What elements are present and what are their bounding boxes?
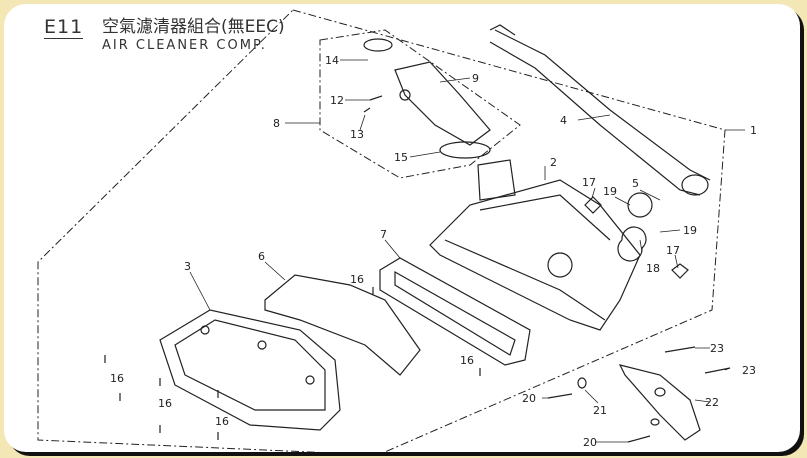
- label-16: 16: [215, 415, 229, 428]
- label-23: 23: [742, 364, 756, 377]
- exploded-parts-diagram: 1 2 3 4 5 6 7 8 9 12 13 14 15 16 16 16 1…: [37, 9, 757, 452]
- leader-lines: [189, 59, 745, 443]
- label-21: 21: [593, 404, 607, 417]
- label-18: 18: [646, 262, 660, 275]
- subassembly-8-boundary: [319, 29, 521, 179]
- label-15: 15: [394, 151, 408, 164]
- part-intake-tube: [489, 24, 711, 196]
- part-cover-seal: [264, 274, 421, 376]
- part-intake-boot: [363, 38, 491, 159]
- label-16: 16: [350, 273, 364, 286]
- diagram-panel: E11 空氣濾清器組合(無EEC) AIR CLEANER COMP.: [4, 4, 800, 452]
- label-4: 4: [560, 114, 567, 127]
- label-19: 19: [603, 185, 617, 198]
- label-14: 14: [325, 54, 339, 67]
- label-23: 23: [710, 342, 724, 355]
- label-3: 3: [184, 260, 191, 273]
- section-code: E11: [44, 16, 84, 39]
- label-16: 16: [460, 354, 474, 367]
- label-19: 19: [683, 224, 697, 237]
- label-17: 17: [666, 244, 680, 257]
- label-9: 9: [472, 72, 479, 85]
- part-filter-element: [379, 257, 531, 366]
- label-5: 5: [632, 177, 639, 190]
- title-english: AIR CLEANER COMP.: [102, 38, 267, 53]
- label-13: 13: [350, 128, 364, 141]
- label-2: 2: [550, 156, 557, 169]
- label-7: 7: [380, 228, 387, 241]
- label-16: 16: [110, 372, 124, 385]
- label-20: 20: [522, 392, 536, 405]
- label-20: 20: [583, 436, 597, 449]
- label-16: 16: [158, 397, 172, 410]
- part-bracket: [547, 346, 731, 443]
- part-air-cleaner-cover: [159, 309, 341, 431]
- part-screws: [104, 287, 481, 440]
- part-number-labels: 1 2 3 4 5 6 7 8 9 12 13 14 15 16 16 16 1…: [110, 54, 757, 449]
- label-1: 1: [750, 124, 757, 137]
- label-6: 6: [258, 250, 265, 263]
- title-chinese: 空氣濾清器組合(無EEC): [102, 17, 285, 37]
- label-8: 8: [273, 117, 280, 130]
- part-air-cleaner-case: [429, 159, 689, 331]
- label-17: 17: [582, 176, 596, 189]
- label-22: 22: [705, 396, 719, 409]
- label-12: 12: [330, 94, 344, 107]
